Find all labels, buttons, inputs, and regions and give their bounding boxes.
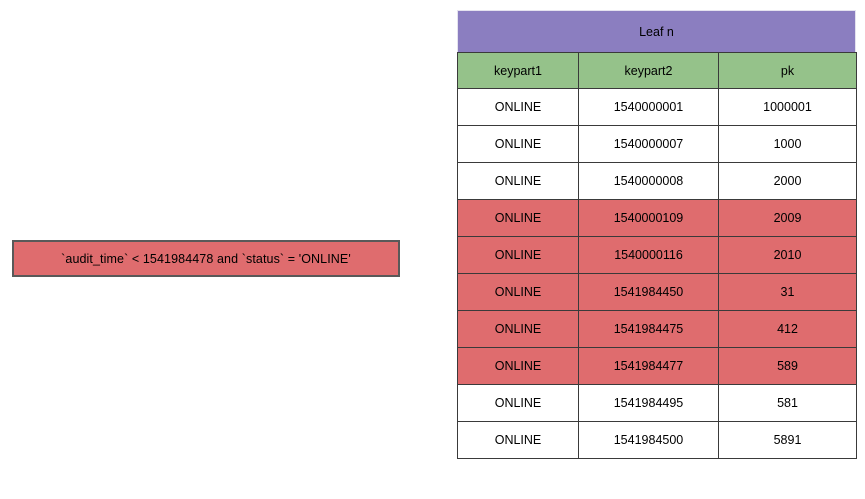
table-cell-keypart1: ONLINE — [457, 125, 579, 163]
table-cell-pk: 2000 — [718, 162, 857, 200]
table-cell-pk: 31 — [718, 273, 857, 311]
table-cell-keypart1: ONLINE — [457, 384, 579, 422]
table-cell-keypart1: ONLINE — [457, 347, 579, 385]
leaf-table-title: Leaf n — [457, 10, 856, 52]
table-cell-pk: 2009 — [718, 199, 857, 237]
table-cell-pk: 5891 — [718, 421, 857, 459]
table-cell-keypart1: ONLINE — [457, 421, 579, 459]
table-cell-keypart2: 1541984500 — [578, 421, 719, 459]
table-cell-keypart2: 1541984450 — [578, 273, 719, 311]
column-header-pk: pk — [718, 52, 857, 89]
table-cell-keypart2: 1540000008 — [578, 162, 719, 200]
table-cell-pk: 1000001 — [718, 88, 857, 126]
table-cell-keypart2: 1541984495 — [578, 384, 719, 422]
table-cell-keypart1: ONLINE — [457, 273, 579, 311]
filter-condition-text: `audit_time` < 1541984478 and `status` =… — [61, 251, 351, 266]
leaf-table-title-label: Leaf n — [639, 24, 674, 39]
table-cell-keypart1: ONLINE — [457, 310, 579, 348]
table-cell-keypart2: 1540000116 — [578, 236, 719, 274]
table-cell-keypart2: 1540000007 — [578, 125, 719, 163]
filter-condition-box: `audit_time` < 1541984478 and `status` =… — [12, 240, 400, 277]
table-cell-keypart2: 1541984475 — [578, 310, 719, 348]
table-cell-pk: 1000 — [718, 125, 857, 163]
table-cell-keypart1: ONLINE — [457, 162, 579, 200]
column-header-keypart1: keypart1 — [457, 52, 579, 89]
table-cell-pk: 581 — [718, 384, 857, 422]
column-header-keypart2: keypart2 — [578, 52, 719, 89]
table-header-row: keypart1 keypart2 pk — [457, 52, 857, 89]
table-cell-keypart1: ONLINE — [457, 236, 579, 274]
table-cell-pk: 2010 — [718, 236, 857, 274]
table-cell-pk: 412 — [718, 310, 857, 348]
table-cell-keypart1: ONLINE — [457, 199, 579, 237]
table-cell-pk: 589 — [718, 347, 857, 385]
table-cell-keypart2: 1540000001 — [578, 88, 719, 126]
table-cell-keypart2: 1540000109 — [578, 199, 719, 237]
table-cell-keypart1: ONLINE — [457, 88, 579, 126]
table-cell-keypart2: 1541984477 — [578, 347, 719, 385]
